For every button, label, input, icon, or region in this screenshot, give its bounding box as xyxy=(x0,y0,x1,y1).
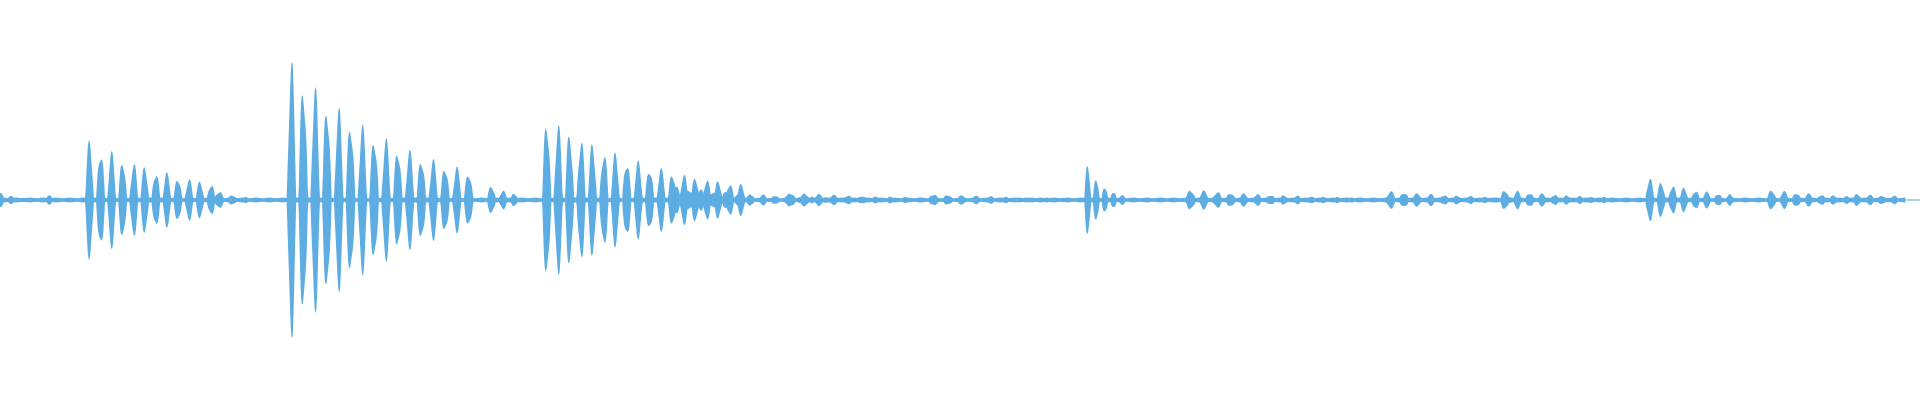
waveform-envelope xyxy=(0,62,1906,338)
